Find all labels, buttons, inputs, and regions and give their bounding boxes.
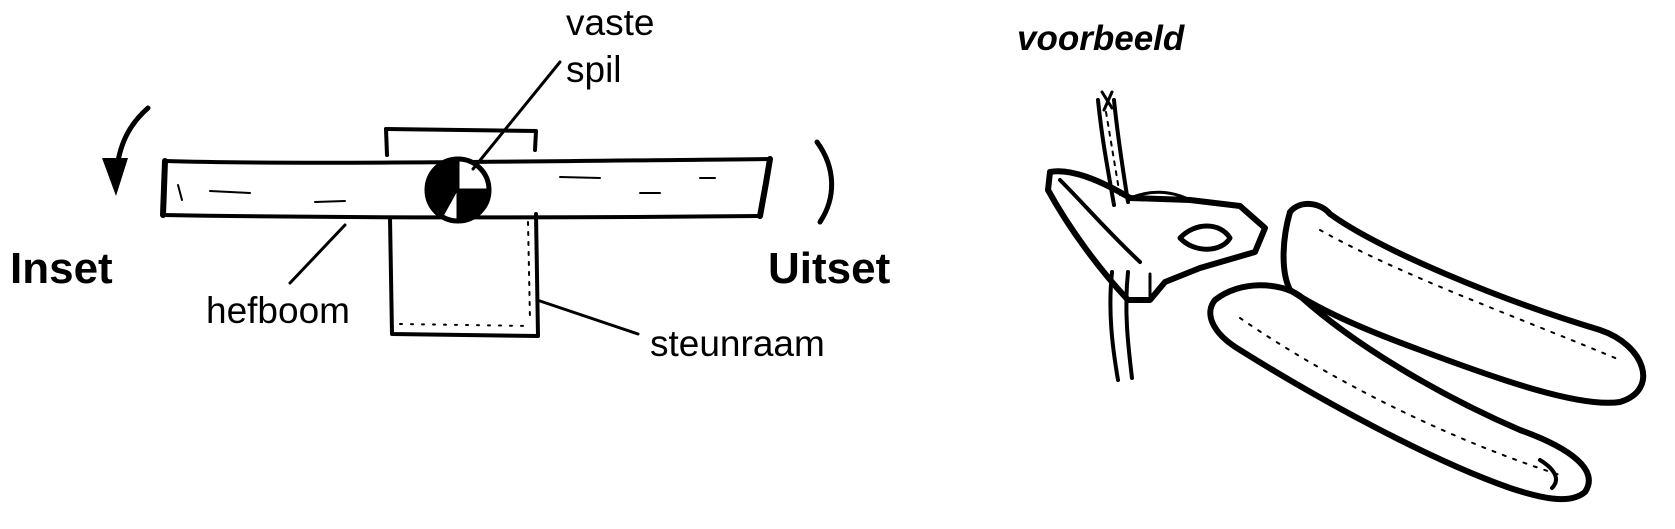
lever-diagram: vaste spil hefboom steunraam Inset Uitse… [10,2,891,364]
example-title: voorbeeld [1017,19,1185,58]
fulcrum-leader-line [471,60,562,171]
pliers-illustration [1045,90,1647,503]
support-leader-line [538,299,640,336]
left-rotation-arrow [102,105,151,196]
lever-label: hefboom [206,290,350,331]
fulcrum-label-line2: spil [566,49,622,90]
support-frame [384,127,540,338]
support-label: steunraam [650,323,825,364]
pliers-jaws [1045,168,1268,303]
fulcrum-pivot [424,156,492,224]
wire [1096,90,1134,382]
lever-leader-line [288,223,347,285]
right-direction-label: Uitset [768,244,891,293]
fulcrum-label-line1: vaste [566,2,654,43]
left-direction-label: Inset [10,244,113,293]
pliers-upper-handle [1280,201,1647,406]
right-rotation-arrow [814,139,835,225]
pliers-lower-handle [1207,282,1592,503]
